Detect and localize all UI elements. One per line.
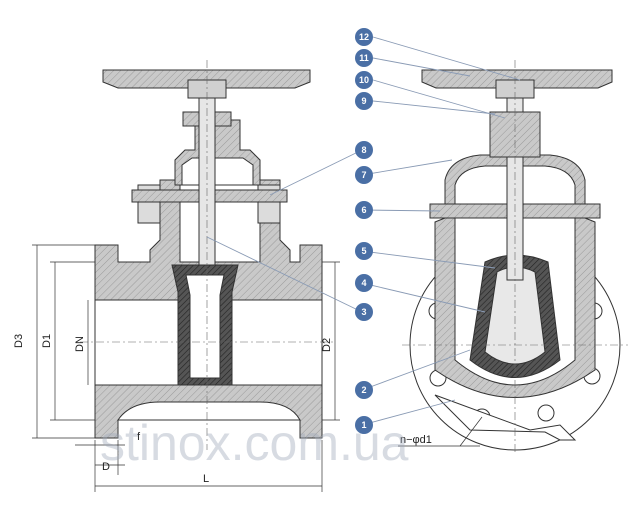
callout-leaders (206, 36, 521, 426)
svg-text:4: 4 (361, 278, 366, 288)
dim-label-d: D (102, 461, 110, 473)
watermark: stinox.com.ua (100, 415, 409, 471)
svg-text:2: 2 (361, 385, 366, 395)
dimension-labels: D3 D1 DN D2 f D L (13, 334, 333, 485)
section-view (80, 60, 335, 450)
svg-text:6: 6 (361, 205, 366, 215)
svg-text:3: 3 (361, 307, 366, 317)
holes-leader-tip (459, 416, 483, 447)
callout-8: 8 (355, 141, 373, 159)
callout-1: 1 (355, 416, 373, 434)
callout-7: 7 (355, 166, 373, 184)
dim-label-d2: D2 (321, 338, 333, 352)
svg-text:5: 5 (361, 246, 366, 256)
callout-3: 3 (355, 303, 373, 321)
dim-label-d3: D3 (13, 334, 25, 348)
dim-label-dn: DN (74, 336, 86, 352)
side-view (402, 60, 628, 455)
svg-text:10: 10 (359, 75, 369, 85)
callout-6: 6 (355, 201, 373, 219)
stem-seal-side (489, 111, 541, 158)
wedge-inner (185, 274, 225, 379)
callout-2: 2 (355, 381, 373, 399)
svg-text:8: 8 (361, 145, 366, 155)
callout-badges: 12 11 10 9 8 7 6 5 (355, 28, 373, 434)
callout-11: 11 (355, 49, 373, 67)
body-bottom-cavity (117, 401, 301, 421)
dim-label-holes: n−φd1 (400, 434, 432, 446)
callout-5: 5 (355, 242, 373, 260)
svg-text:11: 11 (359, 53, 369, 63)
callout-10: 10 (355, 71, 373, 89)
handwheel-left (102, 69, 311, 89)
dimension-lines (32, 244, 340, 492)
svg-text:7: 7 (361, 170, 366, 180)
bonnet-cavity (181, 157, 254, 186)
callout-4: 4 (355, 274, 373, 292)
svg-text:1: 1 (361, 420, 366, 430)
callout-9: 9 (355, 92, 373, 110)
callout-12: 12 (355, 28, 373, 46)
dim-label-f: f (137, 431, 141, 443)
svg-text:9: 9 (361, 96, 366, 106)
svg-text:12: 12 (359, 32, 369, 42)
dim-label-l: L (203, 473, 209, 485)
valve-foot (434, 394, 577, 441)
dim-label-d1: D1 (41, 334, 53, 348)
